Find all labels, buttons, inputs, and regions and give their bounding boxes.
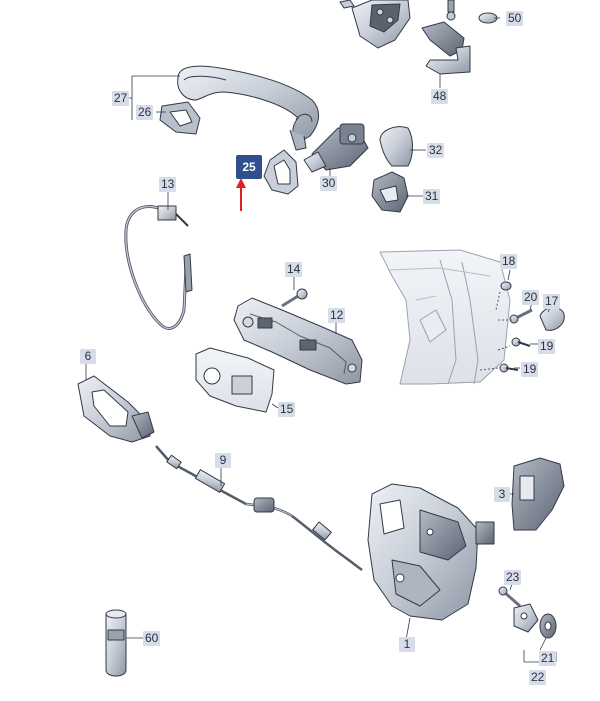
callout-3: 3: [494, 487, 510, 502]
callout-19-upper: 19: [538, 339, 556, 354]
striker-plate: [513, 603, 539, 633]
bolt-14: [281, 288, 308, 308]
callout-21: 21: [539, 651, 557, 666]
handle-gasket: [159, 101, 201, 135]
callout-15: 15: [278, 402, 296, 417]
callout-20: 20: [522, 290, 540, 305]
gasket-part-25: [263, 149, 299, 195]
bolt-23: [498, 586, 521, 608]
lock-cylinder: [303, 123, 369, 173]
screw-19a: [511, 337, 531, 347]
callout-60: 60: [143, 631, 161, 646]
emergency-key: [421, 21, 471, 75]
bracket-3: [511, 457, 565, 531]
callout-14: 14: [285, 262, 303, 277]
callout-27: 27: [112, 91, 130, 106]
door-lock-1: [367, 483, 495, 621]
cable-9: [155, 445, 363, 571]
handle-cap: [379, 126, 413, 167]
red-arrow: [236, 178, 246, 211]
screw-19b: [499, 363, 519, 373]
key-fob: [339, 0, 411, 49]
callout-6: 6: [80, 349, 96, 364]
callout-23: 23: [504, 570, 522, 585]
callout-25-highlighted: 25: [236, 155, 262, 179]
callout-1: 1: [399, 637, 415, 652]
callout-13: 13: [159, 177, 177, 192]
plug-18: [500, 281, 512, 291]
dashed-guides: [479, 291, 512, 371]
callout-50: 50: [506, 11, 524, 26]
washer-21: [539, 613, 557, 639]
bolt-20: [509, 308, 533, 324]
callout-12: 12: [328, 308, 346, 323]
outer-door-handle: [177, 65, 319, 151]
callout-31: 31: [423, 189, 441, 204]
inner-door-handle: [77, 375, 155, 443]
callout-19-lower: 19: [521, 362, 539, 377]
callout-48: 48: [431, 89, 449, 104]
callout-18: 18: [500, 254, 518, 269]
cap-17: [539, 307, 565, 331]
callout-26: 26: [136, 105, 154, 120]
callout-17: 17: [543, 294, 561, 309]
inner-bracket: [195, 347, 275, 413]
screw-top: [446, 0, 456, 21]
bowden-cable-13: [124, 205, 193, 330]
callout-22: 22: [529, 670, 547, 685]
door-frame-panel: [379, 249, 511, 385]
handle-carrier: [233, 297, 363, 385]
callout-30: 30: [320, 176, 338, 191]
cover-31: [371, 171, 409, 213]
lubricant-tube: [105, 609, 127, 677]
callout-9: 9: [215, 453, 231, 468]
callout-32: 32: [427, 143, 445, 158]
